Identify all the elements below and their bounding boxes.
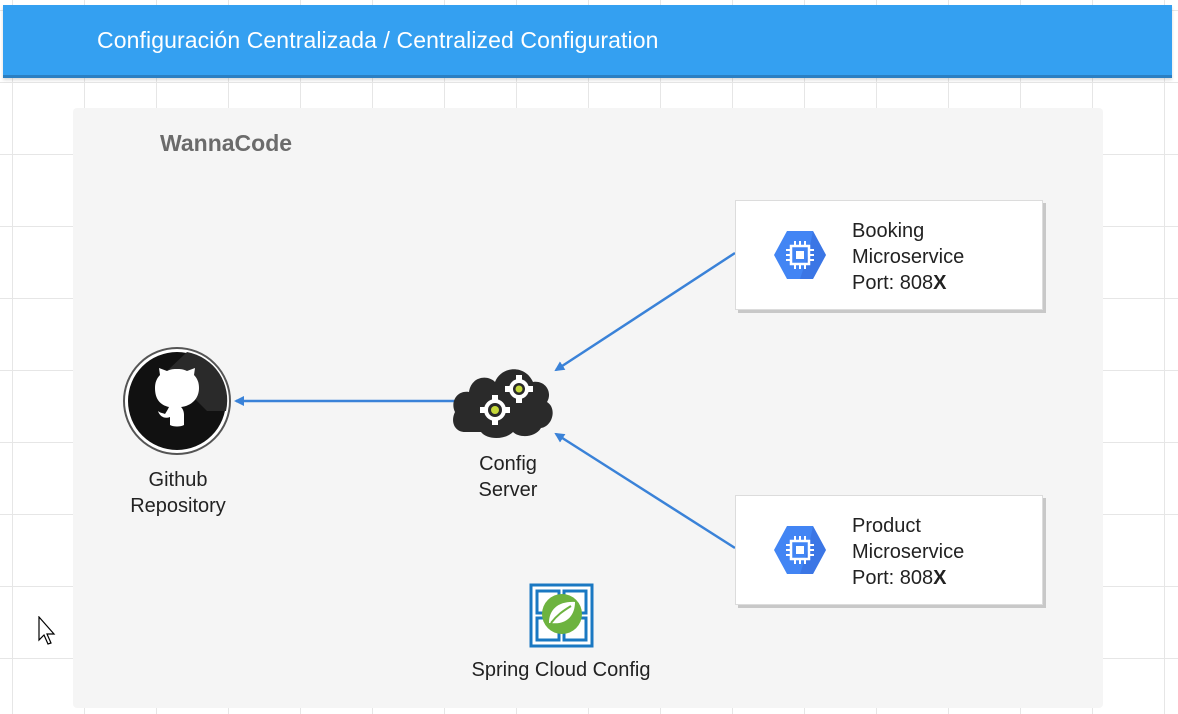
booking-port-suffix: X bbox=[933, 272, 947, 294]
product-port: Port: 808X bbox=[852, 565, 964, 591]
booking-name: Booking bbox=[852, 220, 925, 242]
compute-chip-icon bbox=[774, 526, 826, 574]
booking-port: Port: 808X bbox=[852, 270, 964, 296]
product-name: Product bbox=[852, 515, 921, 537]
github-label-line1: Github bbox=[148, 469, 208, 491]
config-server-label-line1: Config bbox=[479, 453, 537, 475]
product-port-prefix: Port: 808 bbox=[852, 567, 934, 589]
booking-type: Microservice bbox=[852, 246, 965, 268]
edge-product-to-config bbox=[554, 432, 736, 550]
config-server-label-line2: Server bbox=[478, 479, 538, 501]
header-bar: Configuración Centralizada / Centralized… bbox=[3, 5, 1172, 78]
product-card-text: Product Microservice Port: 808X bbox=[852, 513, 964, 591]
spring-cloud-config-icon bbox=[529, 583, 594, 648]
config-server-label: Config Server bbox=[448, 451, 568, 503]
product-microservice-card: Product Microservice Port: 808X bbox=[735, 495, 1043, 605]
brand-label: WannaCode bbox=[160, 130, 293, 156]
github-label: Github Repository bbox=[108, 467, 248, 519]
booking-port-prefix: Port: 808 bbox=[852, 272, 934, 294]
github-label-line2: Repository bbox=[130, 495, 226, 517]
edge-booking-to-config bbox=[554, 251, 736, 372]
compute-chip-icon bbox=[774, 231, 826, 279]
github-icon bbox=[123, 347, 231, 455]
spring-cloud-config-label: Spring Cloud Config bbox=[471, 659, 651, 681]
mouse-cursor-icon bbox=[38, 616, 56, 645]
booking-card-text: Booking Microservice Port: 808X bbox=[852, 218, 964, 296]
config-server-icon bbox=[453, 369, 553, 438]
page-title: Configuración Centralizada / Centralized… bbox=[97, 27, 659, 53]
product-type: Microservice bbox=[852, 541, 965, 563]
booking-microservice-card: Booking Microservice Port: 808X bbox=[735, 200, 1043, 310]
product-port-suffix: X bbox=[933, 567, 947, 589]
